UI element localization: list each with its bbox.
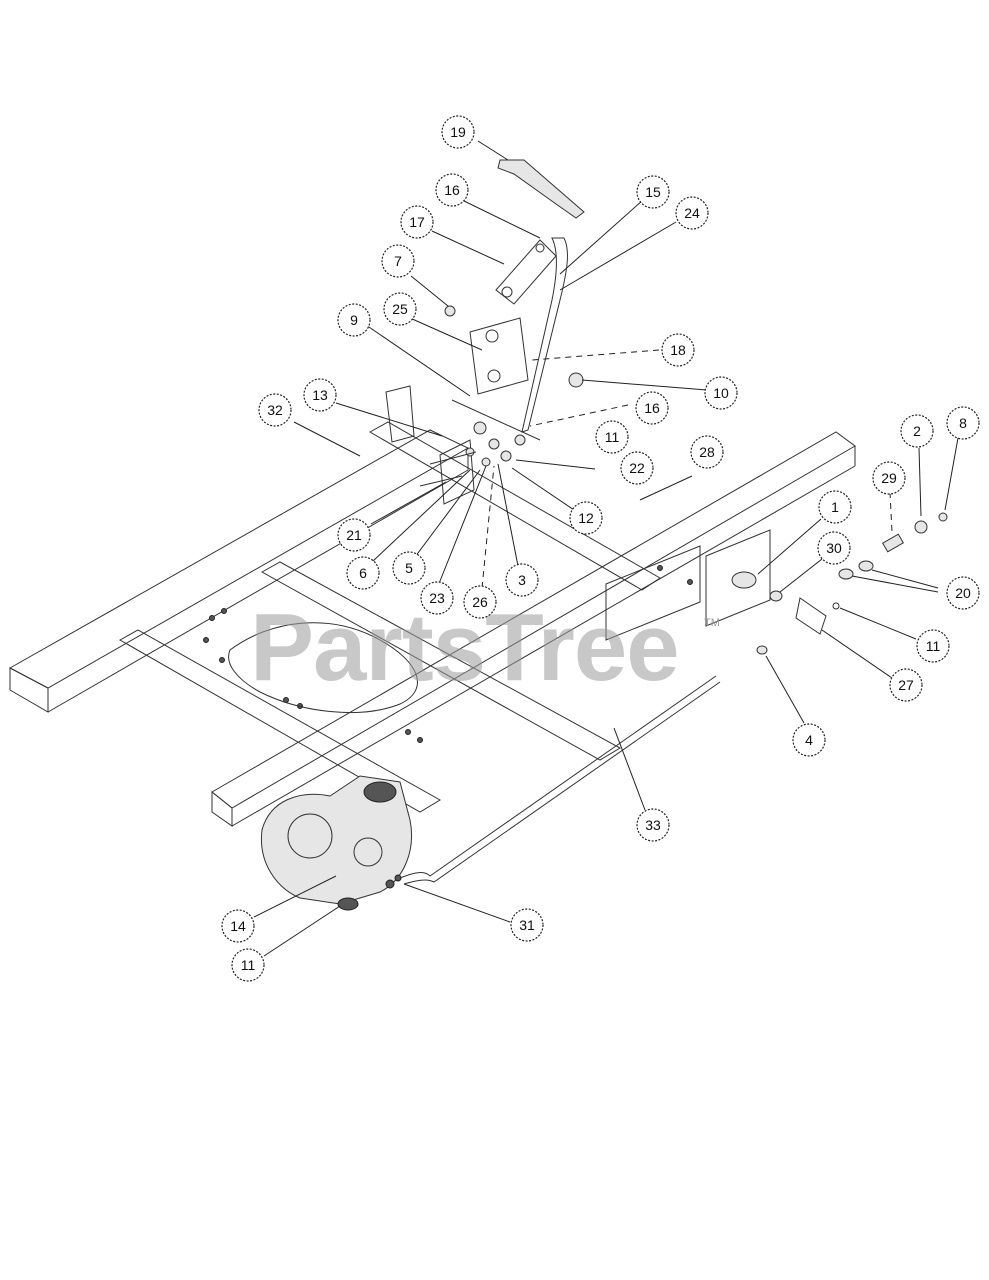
watermark-text: PartsTree bbox=[250, 594, 679, 701]
svg-text:22: 22 bbox=[629, 460, 645, 476]
transmission-drawing bbox=[260, 775, 412, 911]
svg-text:13: 13 bbox=[312, 387, 328, 403]
callout-4: 4 bbox=[792, 723, 826, 757]
callout-11-upper: 11 bbox=[595, 420, 629, 454]
callout-3: 3 bbox=[505, 563, 539, 597]
callout-24: 24 bbox=[675, 196, 709, 230]
callout-19: 19 bbox=[441, 115, 475, 149]
callout-17: 17 bbox=[400, 205, 434, 239]
callout-31: 31 bbox=[510, 908, 544, 942]
svg-text:26: 26 bbox=[472, 594, 488, 610]
callout-23: 23 bbox=[420, 581, 454, 615]
frame-drawing bbox=[8, 385, 856, 827]
svg-text:32: 32 bbox=[267, 402, 283, 418]
svg-text:28: 28 bbox=[699, 444, 715, 460]
svg-text:33: 33 bbox=[645, 817, 661, 833]
callout-29: 29 bbox=[872, 461, 906, 495]
callout-10: 10 bbox=[704, 376, 738, 410]
svg-text:11: 11 bbox=[605, 429, 620, 445]
callout-8: 8 bbox=[946, 406, 980, 440]
callout-26: 26 bbox=[463, 585, 497, 619]
callout-20: 20 bbox=[946, 576, 980, 610]
callout-30: 30 bbox=[817, 531, 851, 565]
callout-25: 25 bbox=[383, 292, 417, 326]
callout-13: 13 bbox=[303, 378, 337, 412]
svg-text:24: 24 bbox=[684, 205, 700, 221]
callout-33: 33 bbox=[636, 808, 670, 842]
callout-14: 14 bbox=[221, 909, 255, 943]
svg-text:21: 21 bbox=[346, 527, 362, 543]
svg-text:10: 10 bbox=[713, 385, 729, 401]
svg-text:7: 7 bbox=[394, 253, 402, 269]
callout-9: 9 bbox=[337, 303, 371, 337]
svg-text:14: 14 bbox=[230, 918, 246, 934]
callout-2: 2 bbox=[900, 414, 934, 448]
svg-text:29: 29 bbox=[881, 470, 897, 486]
callouts: 19 16 15 17 24 7 9 25 18 13 32 10 16 11 … bbox=[221, 115, 980, 982]
callout-12: 12 bbox=[569, 501, 603, 535]
leader-lines bbox=[253, 140, 959, 957]
svg-text:23: 23 bbox=[429, 590, 445, 606]
svg-text:1: 1 bbox=[831, 499, 839, 515]
callout-22: 22 bbox=[620, 451, 654, 485]
svg-text:8: 8 bbox=[959, 415, 967, 431]
svg-text:11: 11 bbox=[926, 638, 941, 654]
watermark: PartsTree TM bbox=[250, 594, 720, 701]
callout-15: 15 bbox=[636, 175, 670, 209]
svg-text:5: 5 bbox=[405, 560, 413, 576]
svg-text:25: 25 bbox=[392, 301, 408, 317]
callout-21: 21 bbox=[337, 518, 371, 552]
callout-1: 1 bbox=[818, 490, 852, 524]
svg-text:31: 31 bbox=[519, 917, 535, 933]
svg-text:9: 9 bbox=[350, 312, 358, 328]
lever-assembly-drawing bbox=[419, 159, 585, 487]
callout-27: 27 bbox=[889, 668, 923, 702]
svg-text:11: 11 bbox=[241, 957, 256, 973]
svg-text:6: 6 bbox=[359, 565, 367, 581]
svg-text:16: 16 bbox=[444, 182, 460, 198]
svg-text:30: 30 bbox=[826, 540, 842, 556]
svg-text:19: 19 bbox=[450, 124, 466, 140]
callout-5: 5 bbox=[392, 551, 426, 585]
callout-16-lower: 16 bbox=[635, 391, 669, 425]
hardware-drawing bbox=[731, 512, 948, 655]
svg-text:2: 2 bbox=[913, 423, 921, 439]
callout-28: 28 bbox=[690, 435, 724, 469]
svg-text:12: 12 bbox=[578, 510, 594, 526]
svg-text:17: 17 bbox=[409, 214, 425, 230]
watermark-tm: TM bbox=[704, 617, 720, 629]
svg-text:20: 20 bbox=[955, 585, 971, 601]
callout-6: 6 bbox=[346, 556, 380, 590]
callout-16-upper: 16 bbox=[435, 173, 469, 207]
shift-rod-drawing bbox=[399, 675, 721, 885]
svg-text:18: 18 bbox=[670, 342, 686, 358]
svg-text:27: 27 bbox=[898, 677, 914, 693]
callout-7: 7 bbox=[381, 244, 415, 278]
callout-11-lower: 11 bbox=[231, 948, 265, 982]
callout-18: 18 bbox=[661, 333, 695, 367]
svg-text:16: 16 bbox=[644, 400, 660, 416]
svg-text:15: 15 bbox=[645, 184, 661, 200]
callout-32: 32 bbox=[258, 393, 292, 427]
callout-11-right: 11 bbox=[916, 629, 950, 663]
svg-text:3: 3 bbox=[518, 572, 526, 588]
svg-text:4: 4 bbox=[805, 732, 813, 748]
